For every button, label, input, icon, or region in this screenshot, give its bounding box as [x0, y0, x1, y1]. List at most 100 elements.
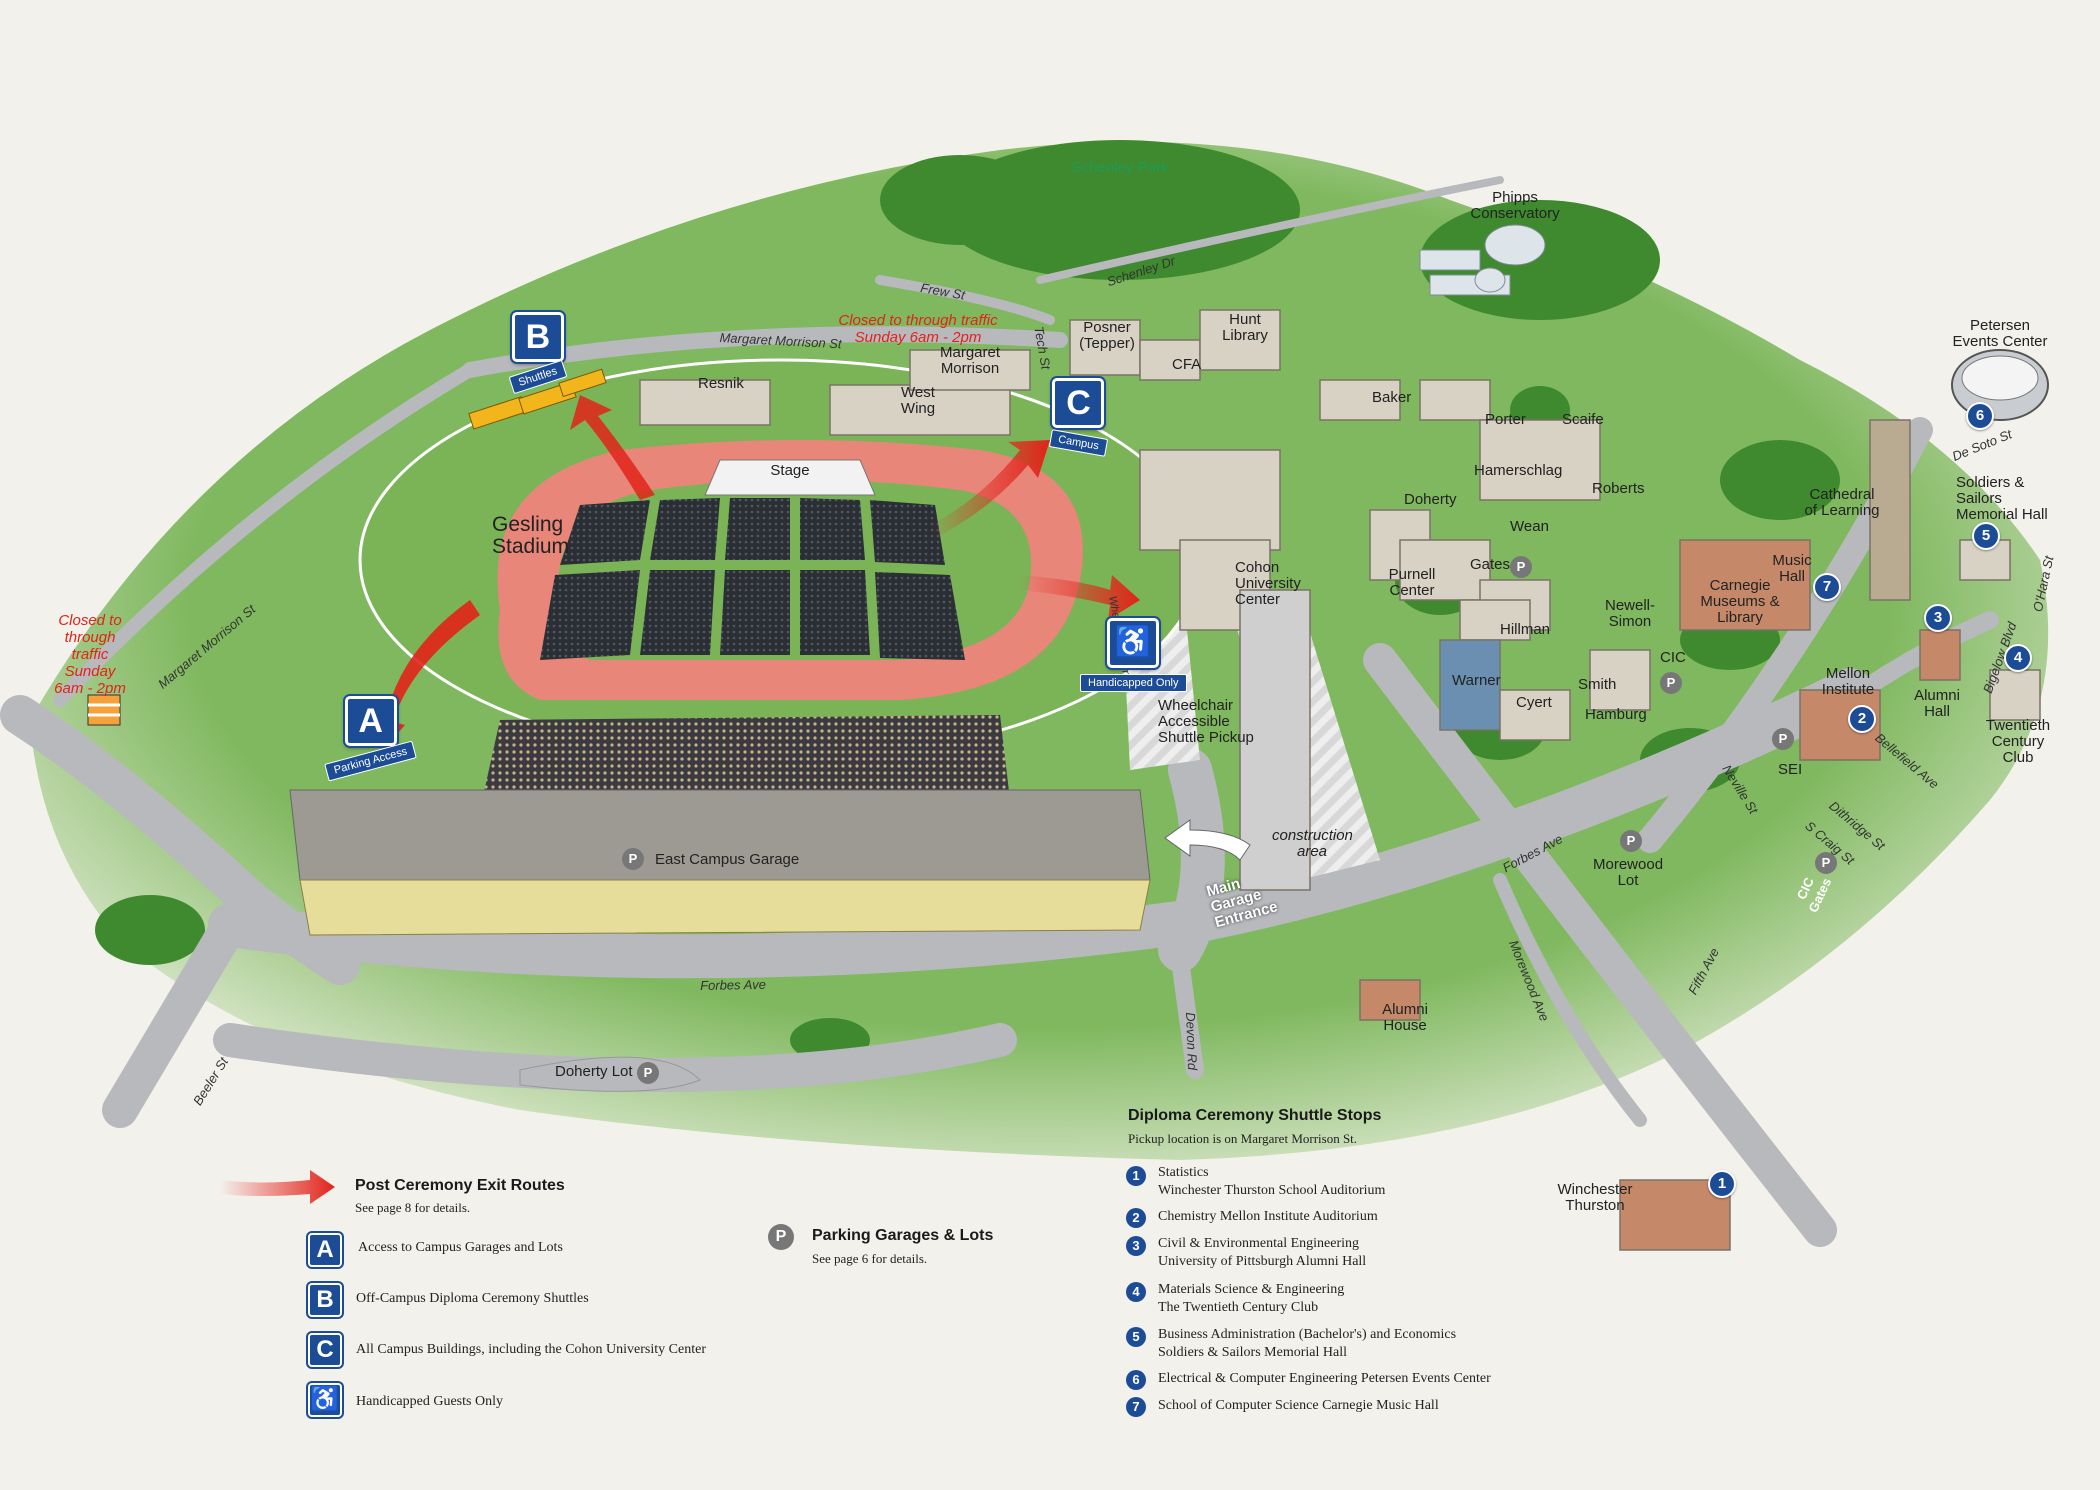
parking-icon: P — [1772, 728, 1794, 750]
exit-routes — [370, 395, 1140, 748]
shuttle-stop-pin-3: 3 — [1924, 604, 1952, 632]
label-morewood-lot: Morewood Lot — [1593, 856, 1664, 889]
legend-item: All Campus Buildings, including the Coho… — [356, 1342, 706, 1357]
label-east-garage: East Campus Garage — [655, 851, 800, 868]
shuttle-stop-pin-5: 5 — [1972, 522, 2000, 550]
parking-icon: P — [1510, 556, 1532, 578]
stop-line: University of Pittsburgh Alumni Hall — [1158, 1254, 1367, 1269]
label-cic: CIC — [1660, 649, 1686, 666]
stop-text: School of Computer Science Carnegie Musi… — [1158, 1397, 1439, 1415]
stop-text: Business Administration (Bachelor's) and… — [1158, 1326, 1456, 1362]
label-smith: Smith — [1578, 676, 1617, 693]
stop-line: Winchester Thurston School Auditorium — [1158, 1183, 1386, 1198]
label-posner: Posner (Tepper) — [1079, 319, 1135, 352]
stop-number: 5 — [1126, 1327, 1146, 1347]
label-sei: SEI — [1778, 761, 1803, 778]
wheelchair-icon: ♿ — [1107, 618, 1160, 668]
label-mellon: Mellon Institute — [1821, 665, 1875, 698]
stop-line: Chemistry Mellon Institute Auditorium — [1158, 1209, 1378, 1224]
sign-handicapped: ♿ Handicapped Only — [1080, 618, 1187, 692]
parking-icon: P — [1660, 672, 1682, 694]
legend-item: Off-Campus Diploma Ceremony Shuttles — [356, 1291, 589, 1306]
label-shuttle-pickup: Wheelchair Accessible Shuttle Pickup — [1158, 697, 1254, 746]
label-schenley-park: Schenley Park — [1071, 159, 1169, 176]
stop-number: 7 — [1126, 1397, 1146, 1417]
label-newell-simon: Newell-Simon — [1604, 597, 1655, 630]
label-wean: Wean — [1510, 518, 1549, 535]
label-stage: Stage — [770, 462, 810, 479]
legend-exit-sub: See page 8 for details. — [355, 1200, 471, 1215]
parking-icon: P — [1815, 852, 1837, 874]
sign-letter: A — [344, 696, 397, 746]
sign-c-campus: C Campus — [1048, 378, 1109, 457]
legend-item: Access to Campus Garages and Lots — [358, 1240, 563, 1255]
parking-icon: P — [622, 848, 644, 870]
legend-parking-title: Parking Garages & Lots — [812, 1227, 994, 1244]
sign-letter: C — [1052, 378, 1105, 428]
shuttle-subtitle: Pickup location is on Margaret Morrison … — [1128, 1131, 1358, 1146]
sign-b-shuttles: B Shuttles — [508, 312, 568, 395]
legend-parking-sub: See page 6 for details. — [812, 1251, 928, 1266]
stop-line: Statistics — [1158, 1165, 1209, 1180]
stop-number: 3 — [1126, 1236, 1146, 1256]
road-barrier — [87, 694, 121, 726]
legend-icon-c: C — [308, 1333, 342, 1367]
label-warner: Warner — [1452, 672, 1501, 689]
stop-line: Soldiers & Sailors Memorial Hall — [1158, 1345, 1347, 1360]
stop-text: Electrical & Computer Engineering Peters… — [1158, 1370, 1491, 1388]
parking-icon: P — [768, 1224, 794, 1250]
street-label: Devon Rd — [1183, 1012, 1201, 1071]
shuttle-stop-pin-1: 1 — [1708, 1170, 1736, 1198]
stop-line: Business Administration (Bachelor's) and… — [1158, 1327, 1457, 1342]
label-purnell: Purnell Center — [1388, 566, 1436, 599]
stop-text: Chemistry Mellon Institute Auditorium — [1158, 1208, 1378, 1226]
sign-a-parking: A Parking Access — [324, 696, 417, 782]
label-phipps: Phipps Conservatory — [1470, 189, 1560, 222]
closure-notice: Closed to through traffic Sunday 6am - 2… — [54, 612, 126, 697]
label-cohon: Cohon University Center — [1235, 559, 1301, 608]
label-hillman: Hillman — [1500, 621, 1551, 638]
buildings — [639, 309, 2041, 1251]
wheelchair-icon: ♿ — [308, 1383, 342, 1417]
stop-number: 6 — [1126, 1370, 1146, 1390]
label-alumni-house: Alumni House — [1382, 1001, 1428, 1034]
label-twentieth: Twentieth Century Club — [1985, 717, 2051, 766]
label-doherty: Doherty — [1404, 491, 1457, 508]
shuttle-stop-pin-7: 7 — [1813, 573, 1841, 601]
label-baker: Baker — [1372, 389, 1412, 406]
label-hunt: Hunt Library — [1222, 311, 1268, 344]
stop-line: Materials Science & Engineering — [1158, 1282, 1345, 1297]
label-margaret-morrison: Margaret Morrison — [939, 344, 1001, 377]
label-hamerschlag: Hamerschlag — [1474, 462, 1563, 479]
stop-number: 2 — [1126, 1208, 1146, 1228]
label-petersen: Petersen Events Center — [1952, 317, 2048, 350]
shuttle-stop-pin-2: 2 — [1848, 705, 1876, 733]
label-construction: construction area — [1272, 827, 1353, 860]
legend-exit-arrow — [220, 1170, 335, 1204]
label-porter: Porter — [1485, 411, 1526, 428]
label-carnegie-museum: Carnegie Museums & Library — [1700, 577, 1780, 626]
stop-number: 4 — [1126, 1282, 1146, 1302]
sign-tag: Handicapped Only — [1080, 674, 1187, 692]
parking-icon: P — [637, 1062, 659, 1084]
label-roberts: Roberts — [1592, 480, 1645, 497]
label-soldiers: Soldiers & Sailors Memorial Hall — [1956, 474, 2048, 523]
stop-line: The Twentieth Century Club — [1158, 1300, 1319, 1315]
stop-line: Electrical & Computer Engineering Peters… — [1158, 1371, 1491, 1386]
label-gates: Gates — [1470, 556, 1511, 573]
stop-line: Civil & Environmental Engineering — [1158, 1236, 1360, 1251]
parking-icon: P — [1620, 830, 1642, 852]
stop-line: School of Computer Science Carnegie Musi… — [1158, 1398, 1439, 1413]
label-cyert: Cyert — [1516, 694, 1552, 711]
label-scaife: Scaife — [1562, 411, 1604, 428]
shuttle-stop-pin-4: 4 — [2004, 644, 2032, 672]
shuttle-buses — [468, 368, 607, 430]
label-hamburg: Hamburg — [1585, 706, 1647, 723]
shuttle-stop-pin-6: 6 — [1966, 402, 1994, 430]
label-resnik: Resnik — [698, 375, 744, 392]
stop-number: 1 — [1126, 1166, 1146, 1186]
label-cfa: CFA — [1172, 356, 1202, 373]
